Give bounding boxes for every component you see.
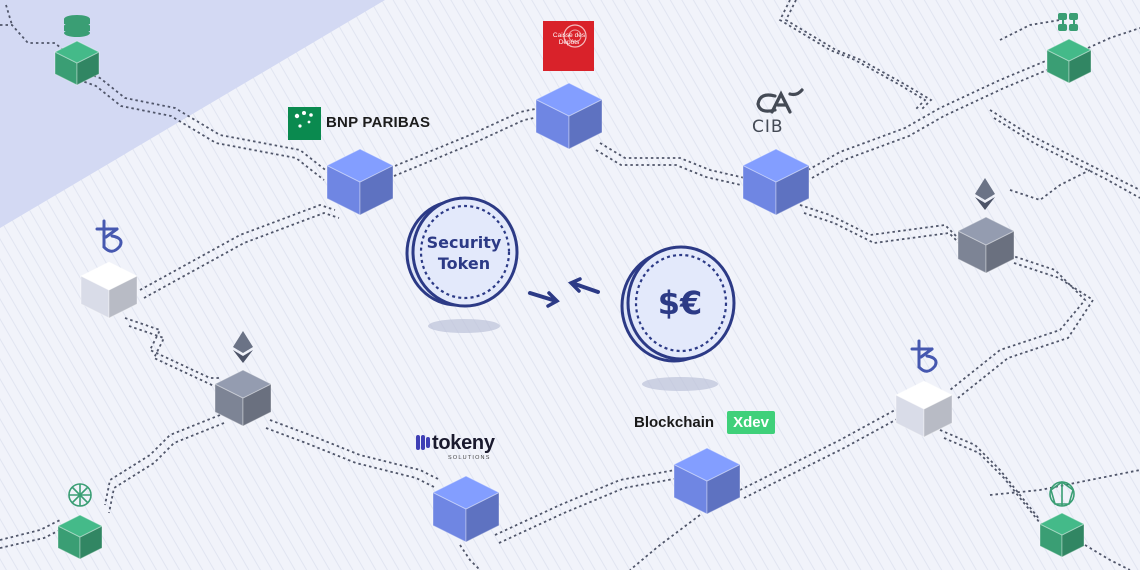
green-cube	[1038, 512, 1086, 558]
green-cube-top-face	[53, 40, 101, 64]
link	[108, 422, 225, 514]
blockchain-label: Blockchain	[634, 414, 715, 431]
security-token-line2: Token	[437, 254, 491, 273]
link	[139, 204, 336, 291]
link	[77, 69, 329, 173]
link	[143, 212, 340, 299]
link	[269, 419, 441, 481]
blue-cube-top-face	[672, 447, 742, 482]
link	[459, 544, 481, 570]
link	[989, 469, 1140, 496]
link	[5, 4, 13, 26]
green-cube-top-face	[1038, 512, 1086, 536]
mesh-sphere-icon	[68, 483, 92, 507]
link	[124, 317, 220, 379]
blue-cube	[534, 82, 604, 150]
link	[104, 414, 221, 506]
link	[265, 427, 437, 489]
link	[599, 142, 746, 179]
mesh-sphere-icon	[1049, 481, 1075, 507]
coin-shadow	[642, 377, 718, 391]
currency-coin	[620, 245, 736, 363]
link	[739, 409, 896, 491]
tokeny-subtitle: SOLUTIONS	[448, 455, 491, 461]
green-cube-top-face	[56, 514, 104, 538]
blue-cube-top-face	[534, 82, 604, 117]
ethereum-icon	[975, 178, 995, 210]
link	[939, 429, 1041, 521]
link	[778, 0, 927, 111]
tokeny-logo-icon	[416, 435, 430, 450]
tokeny-label: tokeny	[432, 432, 495, 454]
link	[0, 527, 65, 549]
tezos-icon	[95, 219, 123, 253]
link	[595, 149, 742, 186]
security-token-line1: Security	[426, 233, 502, 252]
gray-cube	[213, 369, 273, 427]
green-cube-top-face	[1045, 38, 1093, 62]
link	[989, 109, 1140, 191]
tezos-icon	[910, 339, 938, 373]
gray-cube-top-face	[956, 216, 1016, 246]
blue-cube	[431, 475, 501, 543]
coin-shadow	[428, 319, 500, 333]
blue-cube	[672, 447, 742, 515]
link	[784, 0, 933, 111]
coin-shadows	[428, 319, 718, 391]
white-cube-top-face	[894, 380, 954, 410]
xdev-badge: Xdev	[727, 411, 775, 434]
link	[1084, 544, 1131, 570]
green-cube	[1045, 38, 1093, 84]
security-token-text: Security Token	[418, 232, 510, 274]
caisse-des-depots-label: Caisse des Dépôts	[552, 32, 586, 46]
blue-cube-top-face	[431, 475, 501, 510]
database-icon	[64, 15, 90, 37]
link	[943, 437, 1045, 529]
blue-cube	[325, 148, 395, 216]
link	[1009, 169, 1091, 202]
link	[811, 67, 1053, 179]
white-cube	[79, 261, 139, 319]
link	[999, 19, 1061, 41]
gray-cube	[956, 216, 1016, 274]
link	[743, 417, 900, 499]
security-token-coin	[405, 196, 519, 308]
link	[807, 59, 1049, 171]
credit-agricole-logo-icon	[756, 88, 804, 114]
blue-cube-top-face	[741, 148, 811, 183]
link	[629, 514, 701, 570]
green-cube	[56, 514, 104, 560]
bnp-logo-icon	[288, 107, 321, 140]
link	[0, 519, 61, 541]
link	[957, 262, 1095, 399]
ethereum-icon	[233, 331, 253, 363]
network-icon	[1058, 13, 1078, 31]
currency-coin-label: $€	[657, 284, 703, 322]
credit-agricole-cib-label: CIB	[752, 117, 784, 137]
link	[73, 77, 325, 181]
link	[993, 117, 1140, 199]
blue-cube	[741, 148, 811, 216]
green-cube	[53, 40, 101, 86]
caisse-des-depots-logo-icon	[543, 21, 594, 71]
exchange-arrows-icon	[528, 277, 600, 308]
gray-cube-top-face	[213, 369, 273, 399]
white-cube-top-face	[79, 261, 139, 291]
link	[1087, 27, 1140, 49]
link	[949, 254, 1087, 391]
bnp-paribas-label: BNP PARIBAS	[326, 114, 431, 131]
blue-cube-top-face	[325, 148, 395, 183]
white-cube	[894, 380, 954, 438]
